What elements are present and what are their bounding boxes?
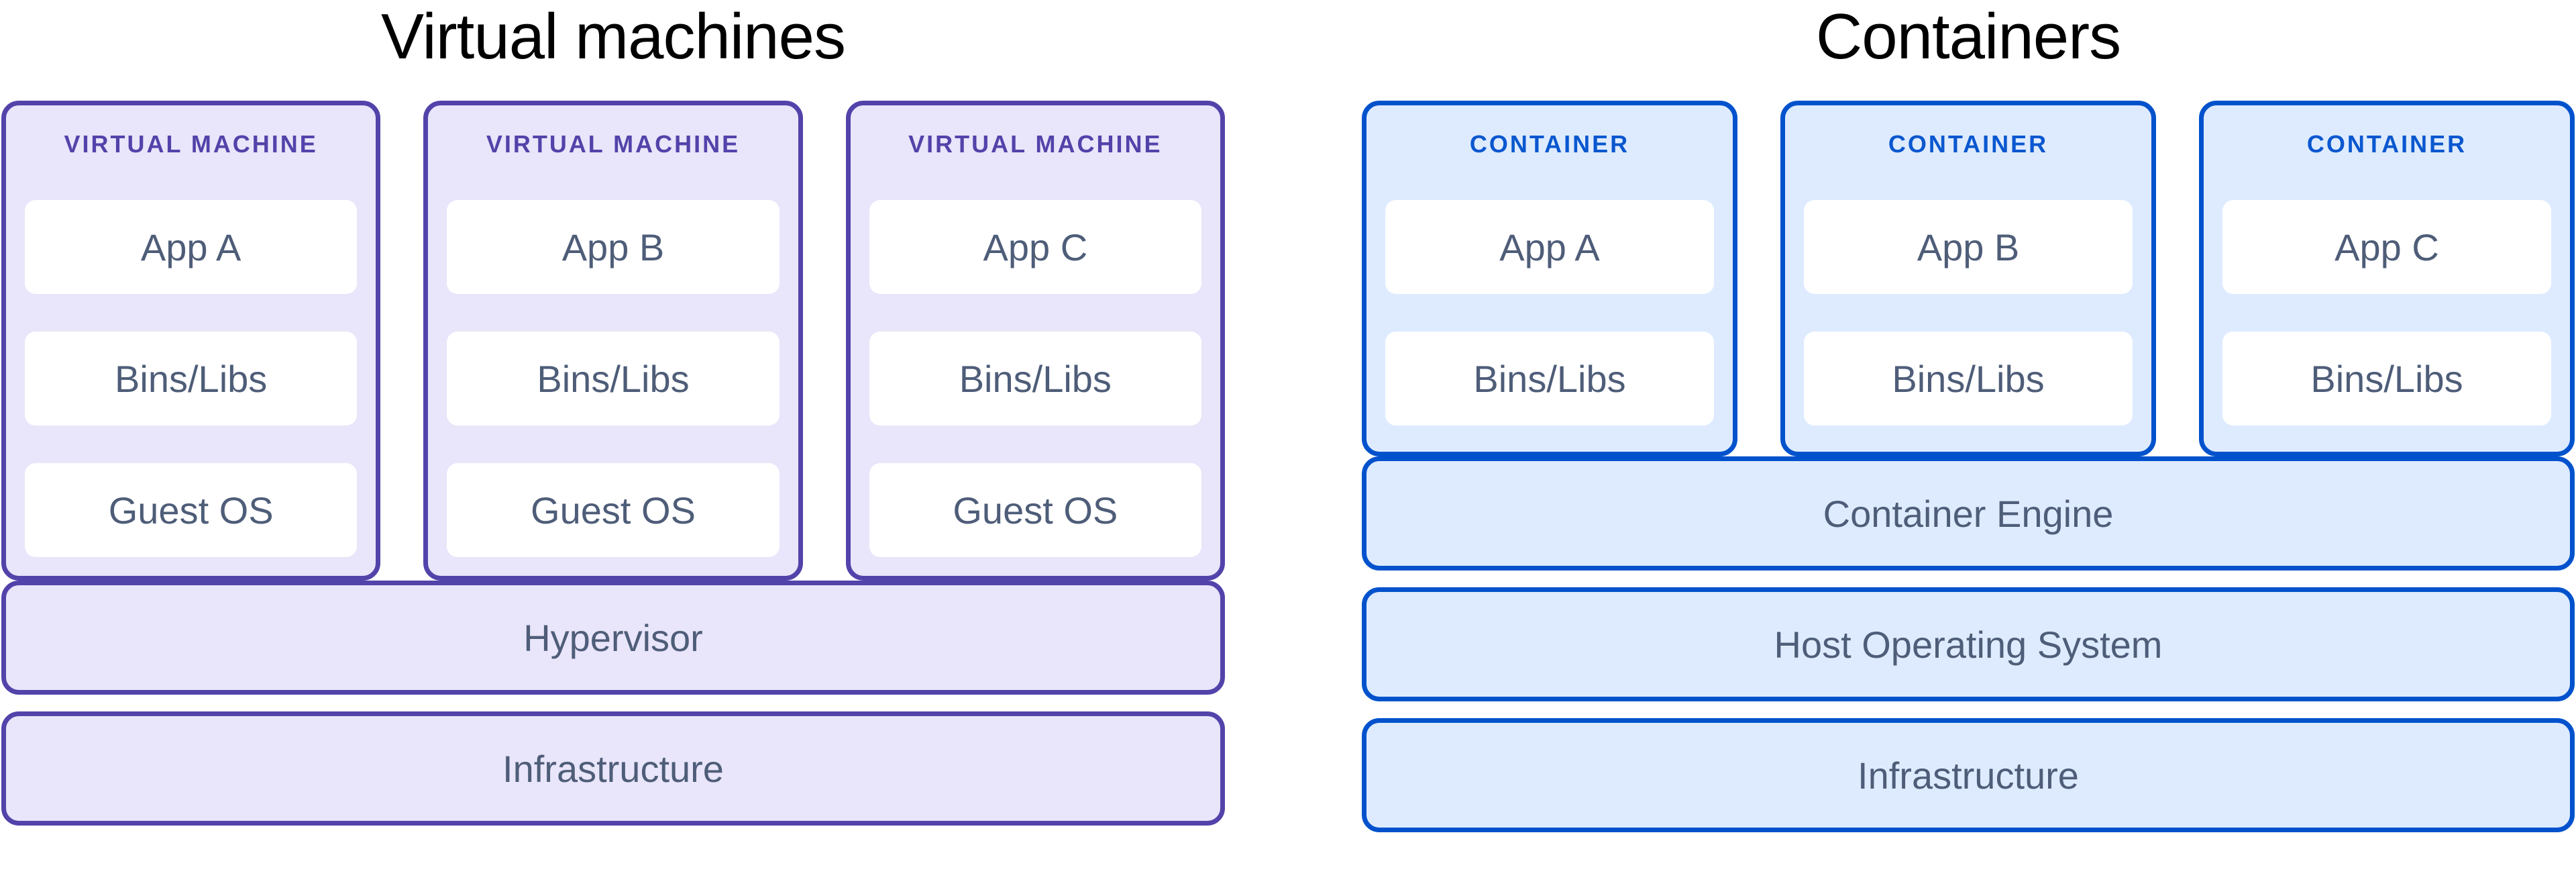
- vm-card: VIRTUAL MACHINE App A Bins/Libs Guest OS: [1, 101, 381, 581]
- container-cards-row: CONTAINER App A Bins/Libs CONTAINER App …: [1362, 101, 2575, 456]
- vm-cards-row: VIRTUAL MACHINE App A Bins/Libs Guest OS…: [1, 101, 1225, 581]
- infrastructure-layer: Infrastructure: [1, 711, 1225, 826]
- app-box: App B: [1804, 200, 2133, 294]
- container-card: CONTAINER App A Bins/Libs: [1362, 101, 1737, 456]
- app-box: App B: [447, 200, 780, 294]
- container-card: CONTAINER App B Bins/Libs: [1780, 101, 2156, 456]
- virtual-machines-title: Virtual machines: [381, 1, 846, 72]
- container-card-label: CONTAINER: [1469, 130, 1630, 158]
- bins-libs-box: Bins/Libs: [869, 332, 1201, 426]
- container-card-label: CONTAINER: [1888, 130, 2049, 158]
- vm-card-label: VIRTUAL MACHINE: [908, 130, 1163, 158]
- app-box: App A: [1385, 200, 1714, 294]
- host-operating-system-layer: Host Operating System: [1362, 587, 2575, 701]
- vm-card: VIRTUAL MACHINE App B Bins/Libs Guest OS: [423, 101, 803, 581]
- guest-os-box: Guest OS: [869, 463, 1201, 557]
- bins-libs-box: Bins/Libs: [25, 332, 358, 426]
- virtual-machines-panel: Virtual machines VIRTUAL MACHINE App A B…: [1, 0, 1225, 826]
- bins-libs-box: Bins/Libs: [2222, 332, 2551, 426]
- hypervisor-layer: Hypervisor: [1, 581, 1225, 695]
- bins-libs-box: Bins/Libs: [1385, 332, 1714, 426]
- containers-title: Containers: [1815, 1, 2121, 72]
- container-engine-layer: Container Engine: [1362, 456, 2575, 570]
- containers-panel: Containers CONTAINER App A Bins/Libs CON…: [1362, 0, 2575, 832]
- bins-libs-box: Bins/Libs: [447, 332, 780, 426]
- bins-libs-box: Bins/Libs: [1804, 332, 2133, 426]
- container-card-label: CONTAINER: [2306, 130, 2467, 158]
- infrastructure-layer: Infrastructure: [1362, 718, 2575, 832]
- vm-card: VIRTUAL MACHINE App C Bins/Libs Guest OS: [845, 101, 1225, 581]
- guest-os-box: Guest OS: [447, 463, 780, 557]
- container-card: CONTAINER App C Bins/Libs: [2199, 101, 2575, 456]
- app-box: App C: [869, 200, 1201, 294]
- app-box: App C: [2222, 200, 2551, 294]
- app-box: App A: [25, 200, 358, 294]
- vm-card-label: VIRTUAL MACHINE: [64, 130, 318, 158]
- vm-card-label: VIRTUAL MACHINE: [486, 130, 741, 158]
- guest-os-box: Guest OS: [25, 463, 358, 557]
